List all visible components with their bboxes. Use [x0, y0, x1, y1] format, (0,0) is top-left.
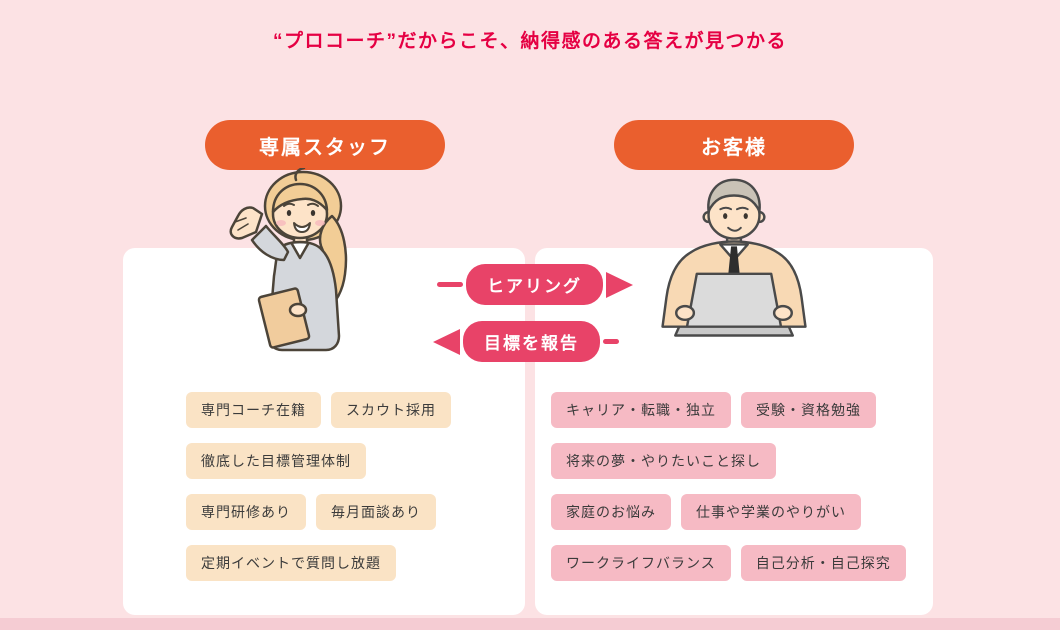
customer-tag-row: ワークライフバランス 自己分析・自己探究 [551, 545, 906, 581]
staff-tag: 毎月面談あり [316, 494, 436, 530]
staff-tag: 専門研修あり [186, 494, 306, 530]
staff-illustration [229, 168, 348, 352]
customer-tag-row: 家庭のお悩み 仕事や学業のやりがい [551, 494, 906, 530]
report-arrow-line [603, 339, 619, 344]
staff-tag-list: 専門コーチ在籍 スカウト採用 徹底した目標管理体制 専門研修あり 毎月面談あり … [186, 392, 451, 581]
customer-tag: キャリア・転職・独立 [551, 392, 731, 428]
staff-tag: 徹底した目標管理体制 [186, 443, 366, 479]
customer-tag-row: キャリア・転職・独立 受験・資格勉強 [551, 392, 906, 428]
customer-badge: お客様 [614, 120, 854, 170]
report-label: 目標を報告 [463, 321, 600, 362]
footer-strip [0, 618, 1060, 630]
staff-badge-label: 専属スタッフ [259, 136, 391, 159]
arrow-right-icon [606, 271, 633, 298]
page-title: “プロコーチ”だからこそ、納得感のある答えが見つかる [272, 31, 787, 52]
staff-tag-row: 専門コーチ在籍 スカウト採用 [186, 392, 451, 428]
customer-hair [707, 178, 761, 213]
customer-badge-label: お客様 [701, 136, 767, 159]
customer-tag: 自己分析・自己探究 [740, 545, 906, 581]
staff-tag-row: 定期イベントで質問し放題 [186, 545, 451, 581]
customer-tag: 将来の夢・やりたいこと探し [551, 443, 776, 479]
hearing-arrow-line [437, 282, 463, 287]
customer-tag: 受験・資格勉強 [741, 392, 876, 428]
laptop-lid [685, 272, 783, 328]
customer-tag: 家庭のお悩み [551, 494, 671, 530]
customer-tag-row: 将来の夢・やりたいこと探し [551, 443, 906, 479]
staff-tag-row: 徹底した目標管理体制 [186, 443, 451, 479]
open-palm [229, 206, 264, 240]
hearing-label: ヒアリング [466, 264, 603, 305]
staff-badge: 専属スタッフ [205, 120, 445, 170]
report-flow: 目標を報告 [433, 321, 619, 362]
staff-tag: 定期イベントで質問し放題 [186, 545, 396, 581]
customer-illustration [661, 178, 807, 337]
staff-tag: スカウト採用 [331, 392, 451, 428]
staff-tag: 専門コーチ在籍 [186, 392, 321, 428]
hearing-flow: ヒアリング [437, 264, 633, 305]
customer-tag: ワークライフバランス [551, 545, 731, 581]
arrow-left-icon [433, 328, 460, 355]
staff-tag-row: 専門研修あり 毎月面談あり [186, 494, 451, 530]
customer-tag-list: キャリア・転職・独立 受験・資格勉強 将来の夢・やりたいこと探し 家庭のお悩み … [551, 392, 906, 581]
laptop-base [674, 325, 794, 337]
customer-tag: 仕事や学業のやりがい [681, 494, 861, 530]
